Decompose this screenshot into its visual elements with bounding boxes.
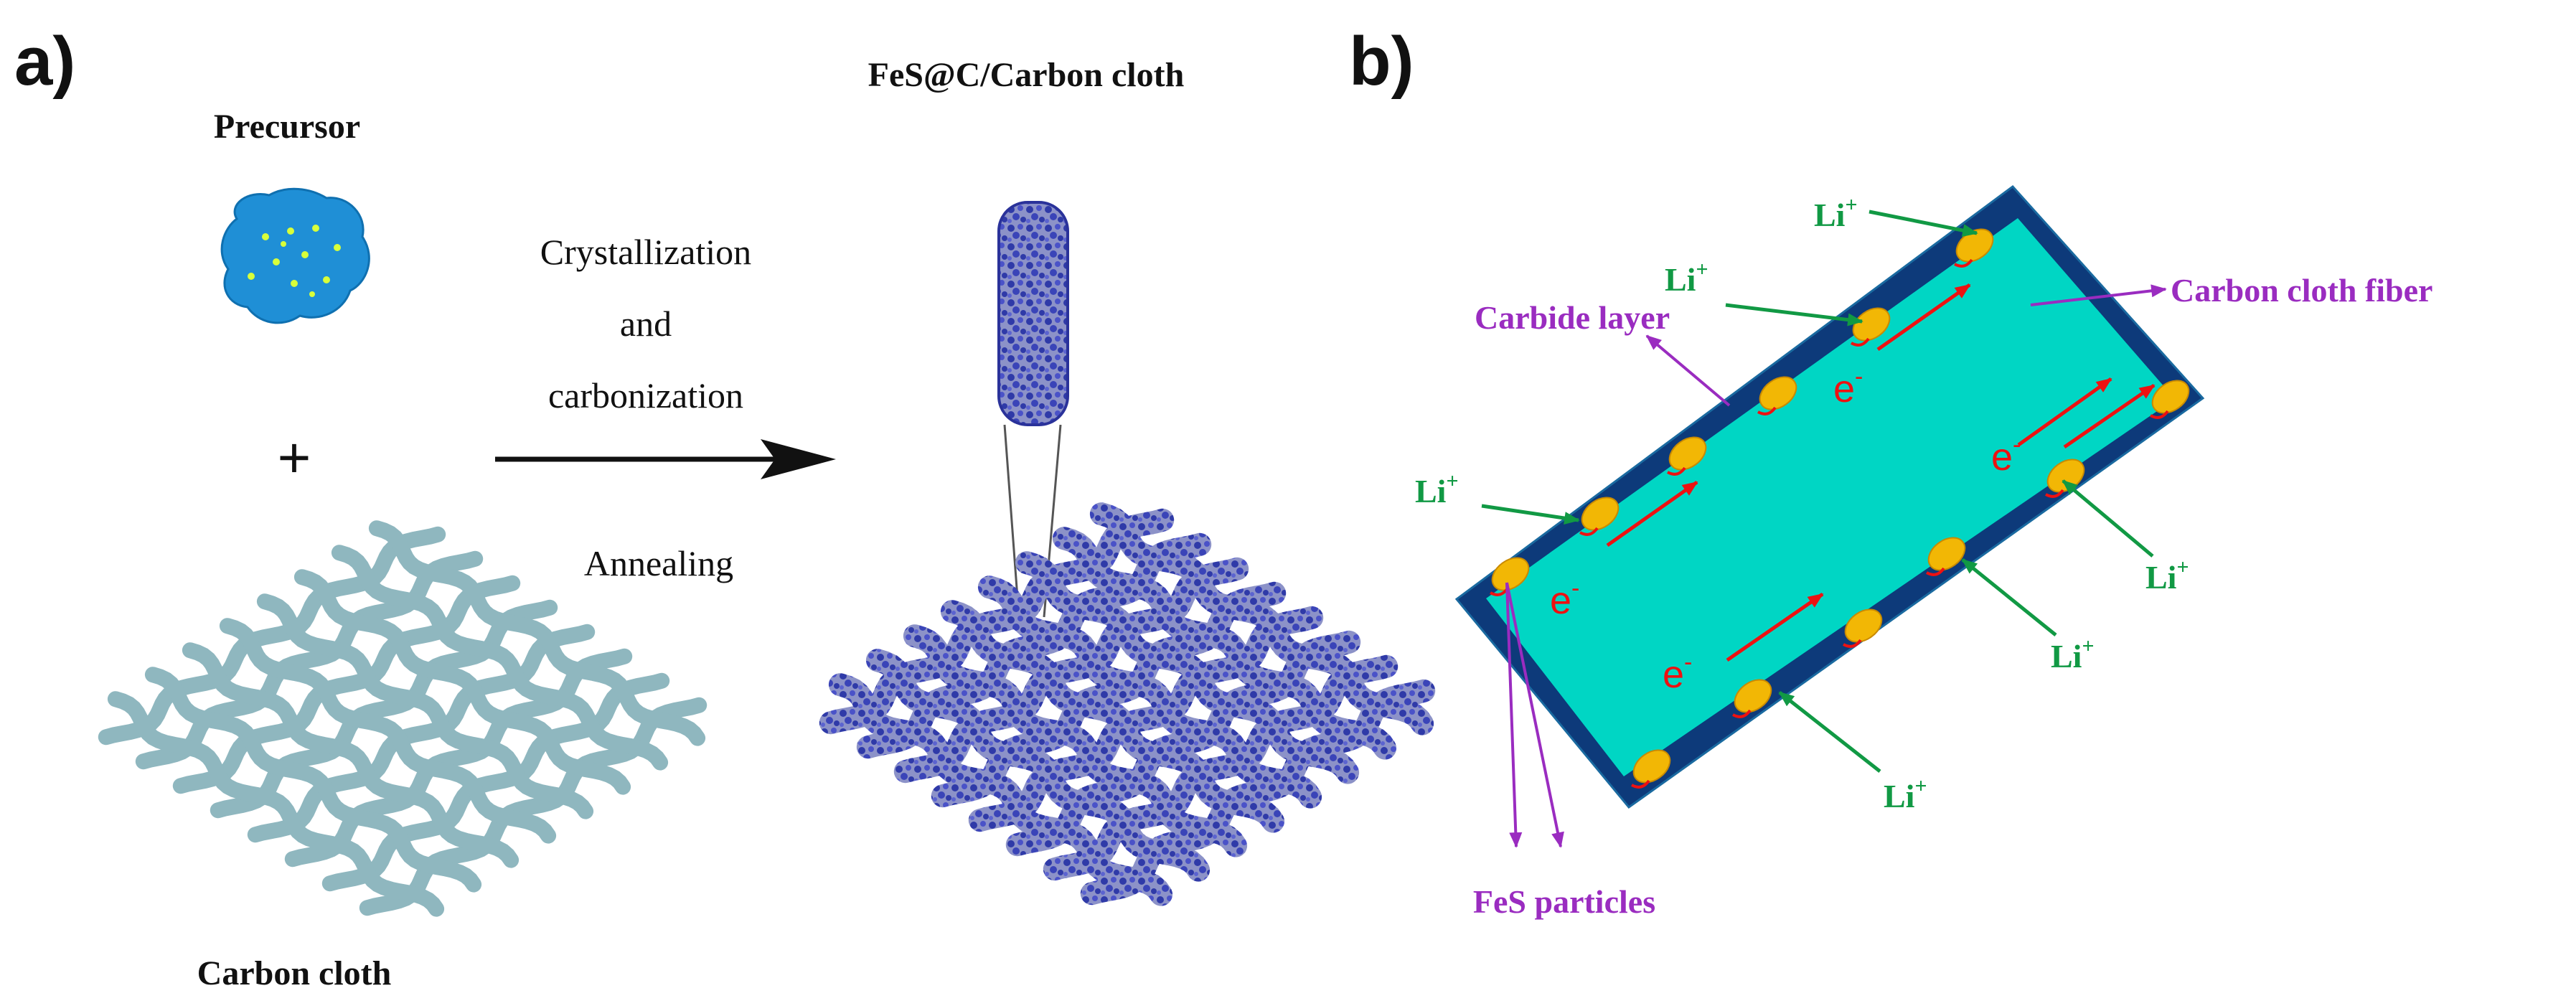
fes-particle [1581,497,1620,531]
coated-cloth-thread-v [1015,551,1360,784]
cloth-thread-u [98,526,446,746]
cloth-thread-u [284,648,633,868]
electron-arrow [1876,283,1971,352]
fes-particle [1632,749,1671,784]
fes-particle [1734,679,1772,713]
coated-cloth-thread-u [968,606,1324,832]
fes-particle [1759,376,1797,410]
electron-arrow [2063,383,2156,449]
panel-a-label: a) [14,23,75,100]
coated-cloth-thread-v [1089,502,1434,735]
li-ion-label: Li+ [1814,193,1858,233]
fes-particles-callout: FeS particles [1473,582,1655,920]
electron-hook [1843,639,1862,648]
electron-hook [1954,258,1973,268]
carbon-fiber-label: Carbon cloth fiber [2171,272,2432,309]
electron-hook [1732,709,1752,718]
cloth-thread-v [182,642,520,868]
carbon-fiber-core [1486,218,2175,776]
fes-particle-layer [1490,228,2190,789]
electron-path-layer: e-e-e-e- [1550,283,2156,696]
li-ion-arrow [1481,504,1580,525]
electron-hook [1579,527,1599,536]
panel-b-label: b) [1349,23,1414,100]
electron-arrow [1606,480,1698,547]
process-text-line3: carbonization [548,375,743,415]
coated-carbon-cloth [819,502,1436,906]
process-arrow [495,439,836,479]
annealing-label: Annealing [584,543,733,583]
fes-particle [1668,436,1707,471]
cloth-thread-v [107,691,445,917]
product-label: FeS@C/Carbon cloth [868,56,1185,94]
coated-cloth-thread-v [940,600,1285,833]
coated-cloth-thread-v [865,649,1211,882]
coated-cloth-thread-v [1052,527,1397,760]
electron-hook [1926,567,1945,576]
coated-cloth-thread-v [977,575,1322,809]
fes-particle [2151,380,2190,414]
process-text-line2: and [620,304,672,344]
electron-hook [1667,466,1686,476]
li-ion-arrow [1725,303,1863,326]
cloth-thread-u [172,575,521,794]
coated-cloth-thread-v [828,673,1173,906]
cloth-thread-v [144,667,482,893]
electron-hook [1631,779,1650,789]
electron-arrow [2017,377,2112,447]
cloth-thread-v [219,618,557,844]
cloth-thread-u [359,697,708,916]
carbon-cloth-fiber-section [1454,184,2205,809]
fes-particle [1844,608,1883,643]
cloth-thread-u [321,672,670,892]
precursor-label: Precursor [214,108,360,146]
li-ion-label: Li+ [1665,258,1708,298]
precursor-blob [220,187,370,324]
coated-cloth-thread-u [893,557,1249,784]
process-text-line1: Crystallization [540,232,751,272]
electron-arrow [1726,592,1824,662]
carbon-cloth-weave [98,520,708,917]
li-ion-label: Li+ [1415,469,1459,509]
fes-particle [1491,557,1530,591]
li-ion-label: Li+ [2145,555,2189,596]
li-ion-label: Li+ [2051,634,2095,674]
electron-hook [1851,337,1870,347]
fes-particles-label: FeS particles [1473,883,1655,920]
li-ion-label: Li+ [1884,774,1927,814]
li-ion-arrow [1868,210,1978,237]
li-ion-arrow [1778,691,1881,773]
carbide-layer-callout: Carbide layer [1475,299,1731,407]
coated-cloth-thread-u [819,508,1175,735]
panel-a: a) Precursor + Carbon cloth Crystallizat… [14,23,1436,992]
carbide-layer-label: Carbide layer [1475,299,1670,336]
electron-hook [2045,489,2064,498]
carbon-fiber-callout: Carbon cloth fiber [2030,272,2432,309]
electron-hook [2150,410,2169,419]
cloth-thread-u [135,550,484,770]
carbon-cloth-label: Carbon cloth [197,954,392,992]
cloth-thread-v [368,520,706,746]
coated-cloth-thread-v [903,624,1248,857]
plus-sign: + [278,426,311,489]
li-ion-arrow [2062,479,2154,558]
cloth-thread-v [331,545,669,771]
cloth-thread-u [210,599,558,819]
fes-particle [1927,537,1966,571]
li-ion-arrow [1961,558,2057,636]
electron-hook [1757,406,1777,415]
coated-cloth-thread-u [1043,654,1399,881]
cloth-thread-u [247,624,596,843]
cloth-thread-v [293,569,631,795]
cloth-thread-v [256,593,594,819]
panel-b: b) e-e-e-e- Li+ Li+ Li+ Li+ Li+ Li+ Carbide l… [1349,23,2432,920]
